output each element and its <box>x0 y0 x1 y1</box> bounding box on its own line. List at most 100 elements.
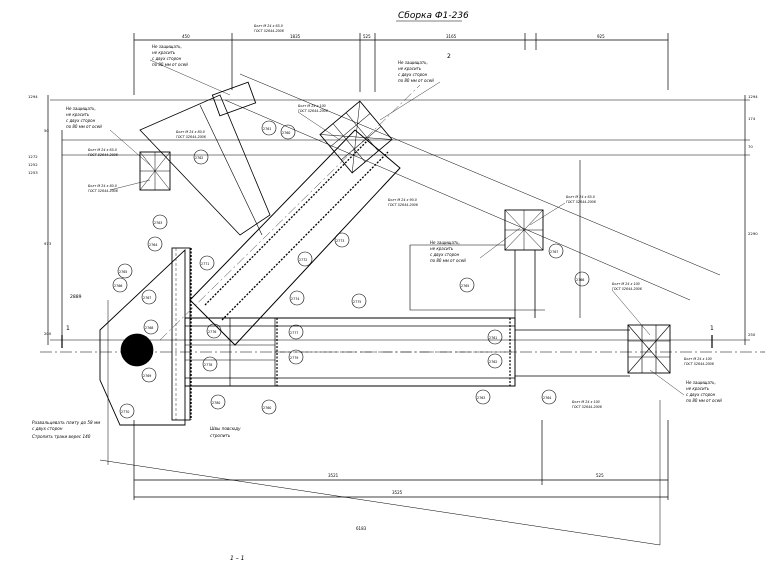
callout-27-label: 2765 <box>461 284 469 288</box>
callout-28-label: 2766 <box>576 278 584 282</box>
bolt-label-1-l2: ГОСТ 52644-2006 <box>254 29 284 33</box>
welding-note-top-l2: не красить <box>152 50 176 55</box>
callout-1: 2760 <box>280 124 296 140</box>
bolt-label-8-l1: Болт М 24 х 100 <box>612 282 640 286</box>
callout-29-label: 2767 <box>550 250 558 254</box>
strut-top-plate <box>211 81 257 117</box>
dim-left-6: 973 <box>44 241 52 246</box>
dim-left-4: 1252 <box>28 162 38 167</box>
left-notes: Развальцевать плиту до 58 мм с двух стор… <box>32 420 100 439</box>
callout-22: 2760 <box>261 399 277 415</box>
bolt-label-3: Болт М 24 х 80.0 ГОСТ 52644-2006 <box>176 130 206 139</box>
callout-13: 2772 <box>297 251 313 267</box>
callout-29: 2767 <box>548 243 564 259</box>
callout-9: 2768 <box>143 319 159 335</box>
callout-10: 2769 <box>141 367 157 383</box>
callout-19: 2778 <box>202 356 218 372</box>
diagonal-brace <box>189 129 401 346</box>
welding-note-middle: Не защищать, не красить с двух сторон по… <box>430 240 466 263</box>
bolt-label-7-l2: ГОСТ 52644-2006 <box>566 200 596 204</box>
bolt-label-10-l2: ГОСТ 52644-2006 <box>572 405 602 409</box>
dim-left-5: 1253 <box>28 170 38 175</box>
drawing-title: Сборка Ф1-236 <box>398 11 469 21</box>
detail-mark: 2889 <box>70 294 82 300</box>
welding-note-mid-l3: с двух сторон <box>430 252 460 257</box>
section-mark-left: 1 <box>66 325 70 332</box>
callout-19-label: 2778 <box>204 363 212 367</box>
view-mark: 2 <box>447 53 451 60</box>
top-dimensions: 450 1835 525 3165 925 <box>182 34 605 39</box>
bolt-label-1: Болт М 24 х 65.0 ГОСТ 52644-2006 <box>254 24 284 33</box>
dim-right-3: 70 <box>748 144 753 149</box>
callout-12-label: 2771 <box>201 262 209 266</box>
left-note-3: Стропить траки верес 140 <box>32 434 91 439</box>
callout-3: 2762 <box>193 149 209 165</box>
callout-21-label: 2780 <box>212 401 220 405</box>
callout-1-label: 2760 <box>282 131 290 135</box>
callout-26-label: 2764 <box>543 396 551 400</box>
welding-note-lr-l1: Не защищать, <box>686 380 716 385</box>
callout-2: 2761 <box>261 120 277 136</box>
callout-2-label: 2761 <box>263 127 271 131</box>
bolt-label-4: Болт М 24 х 65.0 ГОСТ 52644-2006 <box>88 148 118 157</box>
callout-18-label: 2777 <box>290 331 298 335</box>
callout-14: 2773 <box>334 232 350 248</box>
callout-8-label: 2767 <box>143 296 151 300</box>
callout-3-label: 2762 <box>195 156 203 160</box>
bolt-label-9: Болт М 24 х 100 ГОСТ 52644-2006 <box>684 357 714 366</box>
bolt-label-7: Болт М 24 х 65.0 ГОСТ 52644-2006 <box>566 195 596 204</box>
welding-note-mid-l4: по 80 мм от осей <box>430 258 466 263</box>
welding-note-ur-l3: с двух сторон <box>398 72 428 77</box>
callout-16: 2775 <box>351 293 367 309</box>
callout-28: 2766 <box>574 271 590 287</box>
dim-bottom-3: 3525 <box>392 490 403 495</box>
bolt-label-8: Болт М 24 х 100 ГОСТ 52644-2006 <box>612 282 642 291</box>
upper-strut <box>139 94 271 236</box>
callout-11: 2770 <box>119 403 135 419</box>
dim-left-3: 1272 <box>28 154 38 159</box>
bolt-label-2-l2: ГОСТ 52644-2006 <box>298 109 328 113</box>
callout-21: 2780 <box>210 394 226 410</box>
callout-15-label: 2774 <box>291 297 299 301</box>
bolt-label-1-l1: Болт М 24 х 65.0 <box>254 24 283 28</box>
bolt-label-4-l1: Болт М 24 х 65.0 <box>88 148 117 152</box>
callout-24-label: 2762 <box>489 360 497 364</box>
callout-4: 2763 <box>152 214 168 230</box>
callout-23: 2761 <box>487 329 503 345</box>
callout-7-label: 2766 <box>114 284 122 288</box>
callout-27: 2765 <box>459 277 475 293</box>
callout-4-label: 2763 <box>154 221 162 225</box>
callout-6-label: 2765 <box>119 270 127 274</box>
bolt-label-8-l2: ГОСТ 52644-2006 <box>612 287 642 291</box>
bolt-label-6: Болт М 24 х 90.0 ГОСТ 52644-2006 <box>388 198 418 207</box>
callout-20-label: 2779 <box>290 356 298 360</box>
dim-top-2: 1835 <box>290 34 301 39</box>
base-plate <box>99 248 186 426</box>
welding-note-ur-l4: по 80 мм от осей <box>398 78 434 83</box>
welding-note-mid-l1: Не защищать, <box>430 240 460 245</box>
callout-23-label: 2761 <box>489 336 497 340</box>
callout-17-label: 2776 <box>208 330 216 334</box>
dim-top-5: 925 <box>597 34 605 39</box>
callout-5: 2764 <box>147 236 163 252</box>
dim-left-7: 200 <box>44 331 52 336</box>
callout-12: 2771 <box>199 255 215 271</box>
seam-note-1: Швы повсюду <box>210 426 241 431</box>
dim-bottom-4: 6183 <box>356 526 367 531</box>
brace-top-plate <box>319 100 393 174</box>
callout-25-label: 2763 <box>477 396 485 400</box>
callout-11-label: 2770 <box>121 410 129 414</box>
bolt-label-4-l2: ГОСТ 52644-2006 <box>88 153 118 157</box>
bolt-label-3-l1: Болт М 24 х 80.0 <box>176 130 205 134</box>
callout-17: 2776 <box>206 323 222 339</box>
callout-24: 2762 <box>487 353 503 369</box>
dim-right-5: 250 <box>748 332 756 337</box>
welding-note-lower-right: Не защищать, не красить с двух сторон по… <box>686 380 722 403</box>
callout-14-label: 2773 <box>336 239 344 243</box>
dim-left-1: 1294 <box>28 94 38 99</box>
bolt-label-2: Болт М 24 х 100 ГОСТ 52644-2006 <box>298 104 328 113</box>
callout-10-label: 2769 <box>143 374 151 378</box>
callout-9-label: 2768 <box>145 326 153 330</box>
callout-group: 2760 2761 2762 2763 2764 2765 2766 2767 … <box>112 120 590 419</box>
section-label: 1 – 1 <box>230 555 244 562</box>
